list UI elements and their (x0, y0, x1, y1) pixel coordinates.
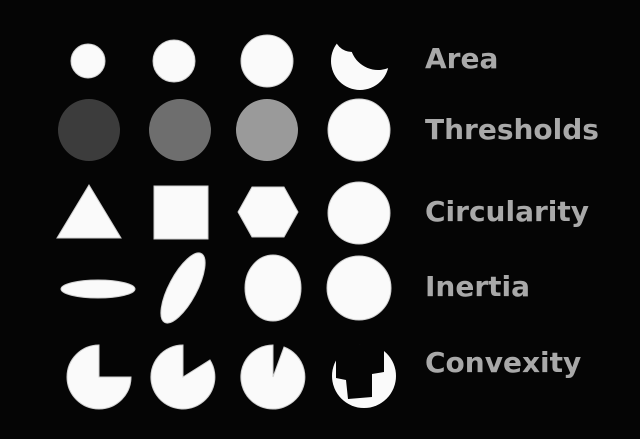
row-label-inertia: Inertia (425, 270, 531, 303)
threshold-mid-circle (149, 99, 211, 161)
circularity-hexagon (237, 186, 299, 238)
inertia-circle (326, 255, 392, 321)
area-medium-circle (152, 39, 196, 83)
circularity-circle (327, 181, 391, 245)
threshold-white-circle (327, 98, 391, 162)
area-large-circle (240, 34, 294, 88)
row-label-circularity: Circularity (425, 195, 590, 228)
threshold-light-circle (236, 99, 298, 161)
convexity-notched-blob (332, 344, 396, 408)
threshold-dark-circle (58, 99, 120, 161)
inertia-flat-ellipse (60, 279, 136, 299)
convexity-pie-sliver-cut (240, 344, 306, 410)
row-label-area: Area (425, 42, 499, 75)
inertia-tilted-ellipse (160, 252, 206, 324)
inertia-near-circle (244, 254, 302, 322)
area-partial-circle (331, 32, 389, 90)
convexity-pie-quarter-cut (66, 344, 132, 410)
area-small-circle (70, 43, 106, 79)
convexity-pie-small-cut (150, 344, 216, 410)
circularity-square (153, 185, 209, 240)
circularity-triangle (56, 184, 122, 239)
row-label-thresholds: Thresholds (425, 113, 599, 146)
row-label-convexity: Convexity (425, 346, 582, 379)
